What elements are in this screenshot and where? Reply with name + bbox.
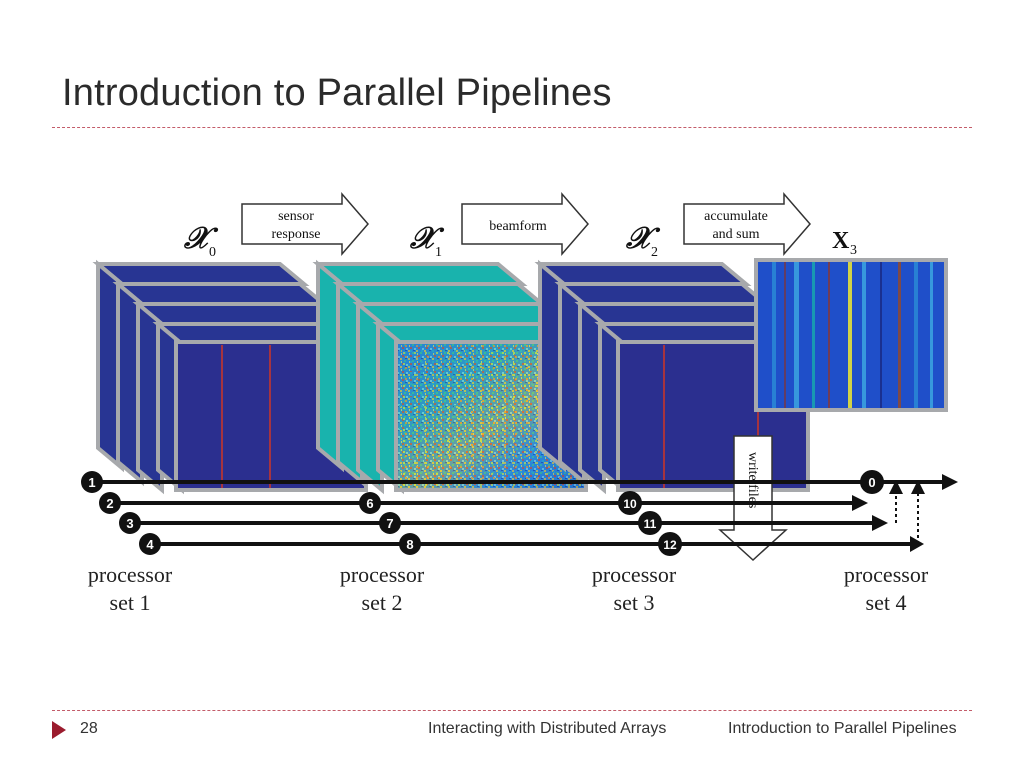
- stage-label-x1: 𝒳 1: [409, 222, 445, 260]
- svg-text:3: 3: [126, 516, 133, 531]
- parallel-pipeline-diagram: 𝒳 0 𝒳 1 𝒳 2 X 3 sensor response beamform…: [81, 191, 958, 615]
- svg-text:0: 0: [209, 245, 216, 260]
- svg-text:2: 2: [651, 245, 658, 260]
- step-arrow-beamform: beamform: [461, 191, 589, 257]
- processor-set-1-label: processor set 1: [88, 562, 173, 615]
- title-divider: [52, 127, 972, 128]
- processor-id-4: 4: [139, 533, 161, 555]
- svg-text:set 2: set 2: [362, 590, 403, 615]
- svg-text:processor: processor: [844, 562, 929, 587]
- svg-text:processor: processor: [340, 562, 425, 587]
- svg-text:7: 7: [386, 516, 393, 531]
- processor-id-12: 12: [658, 532, 682, 556]
- processor-set-3-label: processor set 3: [592, 562, 677, 615]
- svg-text:set 1: set 1: [110, 590, 151, 615]
- step-arrow-accumulate: accumulate and sum: [683, 191, 811, 257]
- svg-text:12: 12: [663, 538, 677, 552]
- svg-text:processor: processor: [88, 562, 173, 587]
- svg-text:11: 11: [644, 517, 657, 531]
- svg-text:6: 6: [366, 496, 373, 511]
- svg-text:1: 1: [435, 245, 442, 260]
- footer-triangle-icon: [52, 721, 66, 739]
- page-number: 28: [80, 720, 98, 737]
- svg-text:processor: processor: [592, 562, 677, 587]
- processor-id-6: 6: [359, 492, 381, 514]
- svg-text:set 3: set 3: [614, 590, 655, 615]
- stage-label-x0: 𝒳 0: [183, 222, 219, 260]
- svg-text:2: 2: [106, 496, 113, 511]
- array-image-x3: [754, 258, 948, 412]
- svg-text:3: 3: [850, 243, 857, 258]
- processor-id-11: 11: [638, 511, 662, 535]
- svg-text:1: 1: [88, 475, 95, 490]
- processor-id-1: 1: [81, 471, 103, 493]
- svg-text:0: 0: [868, 475, 875, 490]
- svg-text:X: X: [832, 228, 850, 254]
- stage-label-x2: 𝒳 2: [625, 222, 661, 260]
- stage-label-x3: X 3: [832, 228, 857, 258]
- step-arrow-sensor-response: sensor response: [241, 191, 369, 257]
- processor-set-4-label: processor set 4: [844, 562, 929, 615]
- footer-presentation-title: Interacting with Distributed Arrays: [428, 720, 667, 737]
- svg-text:8: 8: [406, 537, 413, 552]
- footer-section-title: Introduction to Parallel Pipelines: [728, 720, 957, 737]
- processor-id-8: 8: [399, 533, 421, 555]
- svg-text:4: 4: [146, 537, 154, 552]
- processor-id-2: 2: [99, 492, 121, 514]
- processor-id-3: 3: [119, 512, 141, 534]
- svg-text:beamform: beamform: [489, 219, 547, 234]
- svg-text:10: 10: [623, 497, 637, 511]
- processor-id-10: 10: [618, 491, 642, 515]
- svg-text:accumulate: accumulate: [704, 209, 768, 224]
- svg-text:sensor: sensor: [278, 209, 314, 224]
- svg-text:response: response: [272, 227, 321, 242]
- processor-set-2-label: processor set 2: [340, 562, 425, 615]
- processor-lines: [96, 474, 958, 552]
- svg-text:and sum: and sum: [712, 227, 759, 242]
- processor-id-7: 7: [379, 512, 401, 534]
- footer-divider: [52, 710, 972, 711]
- gather-arrows: [889, 480, 925, 544]
- processor-id-0: 0: [860, 470, 884, 494]
- slide-title: Introduction to Parallel Pipelines: [62, 72, 612, 114]
- svg-text:set 4: set 4: [866, 590, 907, 615]
